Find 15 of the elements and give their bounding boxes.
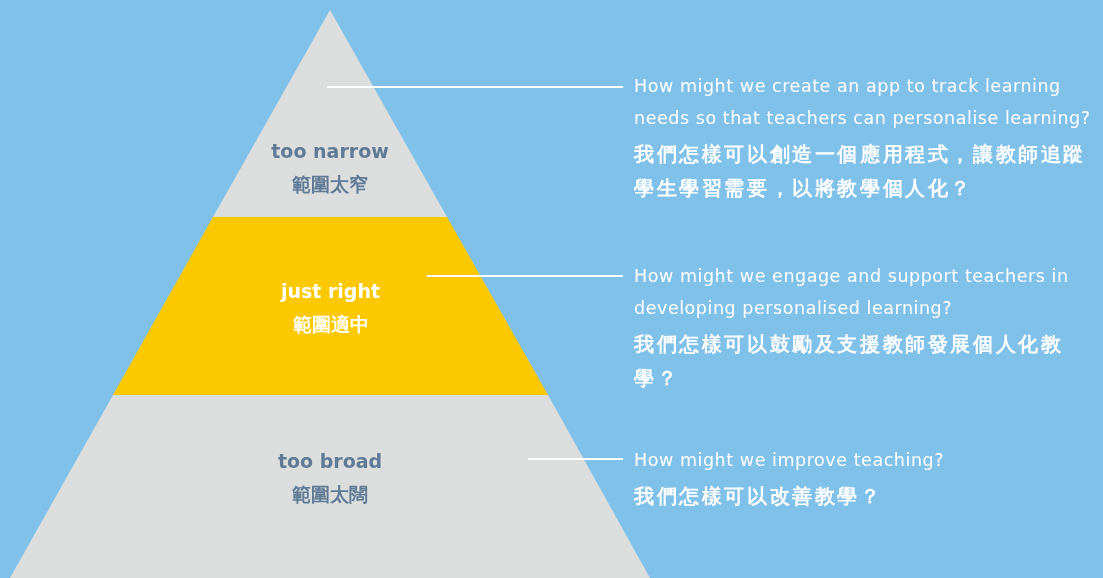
question-text: How might we engage and support teachers in developing personalised learning? bbox=[634, 265, 1070, 320]
question-text: 我們怎樣可以創造一個應用程式，讓教師追蹤學生學習需要，以將教學個人化？ bbox=[634, 142, 1087, 202]
tier-label: 範圍太窄 bbox=[292, 173, 368, 195]
tier-label: too narrow bbox=[271, 140, 389, 162]
leader-line bbox=[426, 275, 624, 277]
tier-label: too broad bbox=[277, 450, 383, 472]
question-text: How might we improve teaching? bbox=[634, 449, 946, 472]
tier-label: 範圍適中 bbox=[292, 313, 369, 335]
tier-label: just right bbox=[280, 280, 381, 302]
leader-line bbox=[326, 86, 624, 88]
question-text: 我們怎樣可以改善教學？ bbox=[634, 484, 884, 510]
question-text: 我們怎樣可以鼓勵及支援教師發展個人化教學？ bbox=[634, 332, 1065, 392]
tier-label: 範圍太闊 bbox=[292, 483, 368, 505]
question-text: How might we create an app to track learning needs so that teachers can personalise learning? bbox=[634, 75, 1092, 130]
leader-line bbox=[527, 458, 624, 460]
